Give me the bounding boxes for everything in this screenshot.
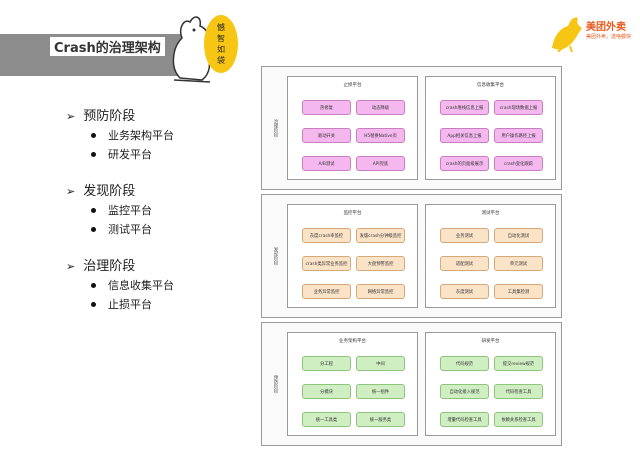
logo-tagline: 美团外卖，送啥都快 (586, 34, 632, 40)
bullet-icon (91, 133, 96, 138)
meituan-waimai-logo-icon (552, 17, 582, 52)
bullet-icon (91, 227, 96, 232)
diagram-layer: 预防阶段业务架构平台分工程中间分模块统一组件统一工具类统一服务类研发平台代码规范… (261, 322, 562, 446)
capability-chip: 自动化接入规范 (440, 384, 489, 399)
outline-group: ➢ 预防阶段 业务架构平台 研发平台 (66, 108, 256, 164)
capability-chip: 统一工具类 (302, 412, 351, 427)
capability-chip: 发版crash分钟级监控 (356, 228, 405, 243)
capability-chip: 分模块 (302, 384, 351, 399)
capability-chip: 自动化测试 (494, 228, 543, 243)
outline-item: 监控平台 (91, 201, 256, 220)
chevron-right-icon: ➢ (66, 110, 76, 123)
capability-chip: 动态降级 (356, 100, 405, 115)
capability-chip: A/B测试 (302, 156, 351, 171)
outline-item: 业务架构平台 (91, 126, 256, 145)
capability-chip: 统一服务类 (356, 412, 405, 427)
capability-chip: 热修复 (302, 100, 351, 115)
phase-label: 预防阶段 (83, 109, 136, 124)
page-title: Crash的治理架构 (50, 37, 165, 56)
chevron-right-icon: ➢ (66, 260, 76, 273)
capability-chip: 提交review规范 (494, 356, 543, 371)
capability-chip: crash现场数据上报 (494, 100, 543, 115)
platform-title: 测试平台 (481, 211, 500, 216)
platform-box: 业务架构平台分工程中间分模块统一组件统一工具类统一服务类 (287, 332, 418, 436)
capability-chip: H5替换Native页 (356, 128, 405, 143)
outline-item: 测试平台 (91, 220, 256, 239)
platform-box: 信息收集平台 crash堆栈信息上报 crash现场数据上报 App相关信息上报用户操… (425, 76, 556, 180)
outline-item-label: 业务架构平台 (108, 129, 174, 142)
capability-chip: 用户操作路径上报 (494, 128, 543, 143)
bullet-icon (91, 302, 96, 307)
capability-chip: 代码规范 (440, 356, 489, 371)
outline-item-label: 信息收集平台 (108, 279, 174, 292)
phase-label: 发现阶段 (83, 184, 136, 199)
capability-chip: crash变化跟踪 (494, 156, 543, 171)
capability-chip: 灰度crash率监控 (302, 228, 351, 243)
platform-title: 止损平台 (343, 83, 362, 88)
architecture-diagram: 治理阶段 止损平台热修复动态降级驱动开关 H5替换Native页 A/B测试 API兜底… (261, 66, 562, 468)
svg-text:如: 如 (217, 44, 225, 54)
capability-chip: 增量代码检查工具 (440, 412, 489, 427)
capability-chip: 统一组件 (356, 384, 405, 399)
capability-chip: 驱动开关 (302, 128, 351, 143)
platform-title: 研发平台 (481, 339, 500, 344)
platform-title: 业务架构平台 (339, 339, 366, 344)
svg-text:智: 智 (217, 33, 225, 43)
diagram-layer: 治理阶段 止损平台热修复动态降级驱动开关 H5替换Native页 A/B测试 API兜底… (261, 66, 562, 190)
capability-chip: App相关信息上报 (440, 128, 489, 143)
outline-item-label: 研发平台 (108, 148, 152, 161)
bullet-icon (91, 208, 96, 213)
capability-chip: crash堆栈信息上报 (440, 100, 489, 115)
platform-box: 监控平台灰度crash率监控发版crash分钟级监控 crash类异常业务监控大盘… (287, 204, 418, 308)
platform-title: 监控平台 (343, 211, 362, 216)
phase-outline: ➢ 预防阶段 业务架构平台 研发平台 ➢ 发现阶段 监控平台 测试平台 ➢ 治理阶段 … (66, 108, 256, 333)
capability-chip: 网络异常监控 (356, 284, 405, 299)
capability-chip: 业务异常监控 (302, 284, 351, 299)
outline-item: 止损平台 (91, 295, 256, 314)
outline-item-label: 测试平台 (108, 223, 152, 236)
outline-group: ➢ 治理阶段 信息收集平台 止损平台 (66, 258, 256, 314)
capability-chip: 灰度测试 (440, 284, 489, 299)
capability-chip: 适配测试 (440, 256, 489, 271)
layer-label: 治理阶段 (273, 119, 278, 137)
layer-label: 发现阶段 (273, 247, 278, 265)
phase-heading: ➢ 预防阶段 (66, 108, 256, 126)
phase-heading: ➢ 治理阶段 (66, 258, 256, 276)
chevron-right-icon: ➢ (66, 185, 76, 198)
capability-chip: 中间 (356, 356, 405, 371)
capability-chip: 业务测试 (440, 228, 489, 243)
capability-chip: 大盘预警监控 (356, 256, 405, 271)
phase-heading: ➢ 发现阶段 (66, 183, 256, 201)
platform-box: 测试平台业务测试自动化测试适配测试单元测试灰度测试工具集检测 (425, 204, 556, 308)
svg-text:袋: 袋 (217, 55, 225, 65)
diagram-layer: 发现阶段 监控平台灰度crash率监控发版crash分钟级监控 crash类异常业务… (261, 194, 562, 318)
platform-box: 止损平台热修复动态降级驱动开关 H5替换Native页 A/B测试 API兜底 (287, 76, 418, 180)
layer-label: 预防阶段 (273, 375, 278, 393)
platform-title: 信息收集平台 (477, 83, 504, 88)
bullet-icon (91, 283, 96, 288)
capability-chip: API兜底 (356, 156, 405, 171)
outline-group: ➢ 发现阶段 监控平台 测试平台 (66, 183, 256, 239)
capability-chip: 分工程 (302, 356, 351, 371)
phase-label: 治理阶段 (83, 259, 136, 274)
capability-chip: 依赖关系检查工具 (494, 412, 543, 427)
capability-chip: crash类异常业务监控 (302, 256, 351, 271)
capability-chip: crash的页面级展示 (440, 156, 489, 171)
platform-box: 研发平台代码规范提交review规范自动化接入规范代码检查工具增量代码检查工具依… (425, 332, 556, 436)
outline-item: 研发平台 (91, 145, 256, 164)
capability-chip: 单元测试 (494, 256, 543, 271)
logo-name: 美团外卖 (586, 22, 626, 33)
bullet-icon (91, 152, 96, 157)
outline-item-label: 止损平台 (108, 298, 152, 311)
capability-chip: 工具集检测 (494, 284, 543, 299)
svg-text:憾: 憾 (217, 22, 225, 32)
capability-chip: 代码检查工具 (494, 384, 543, 399)
brand-badge-icon: 憾 智 如 袋 (204, 15, 238, 73)
outline-item: 信息收集平台 (91, 276, 256, 295)
outline-item-label: 监控平台 (108, 204, 152, 217)
